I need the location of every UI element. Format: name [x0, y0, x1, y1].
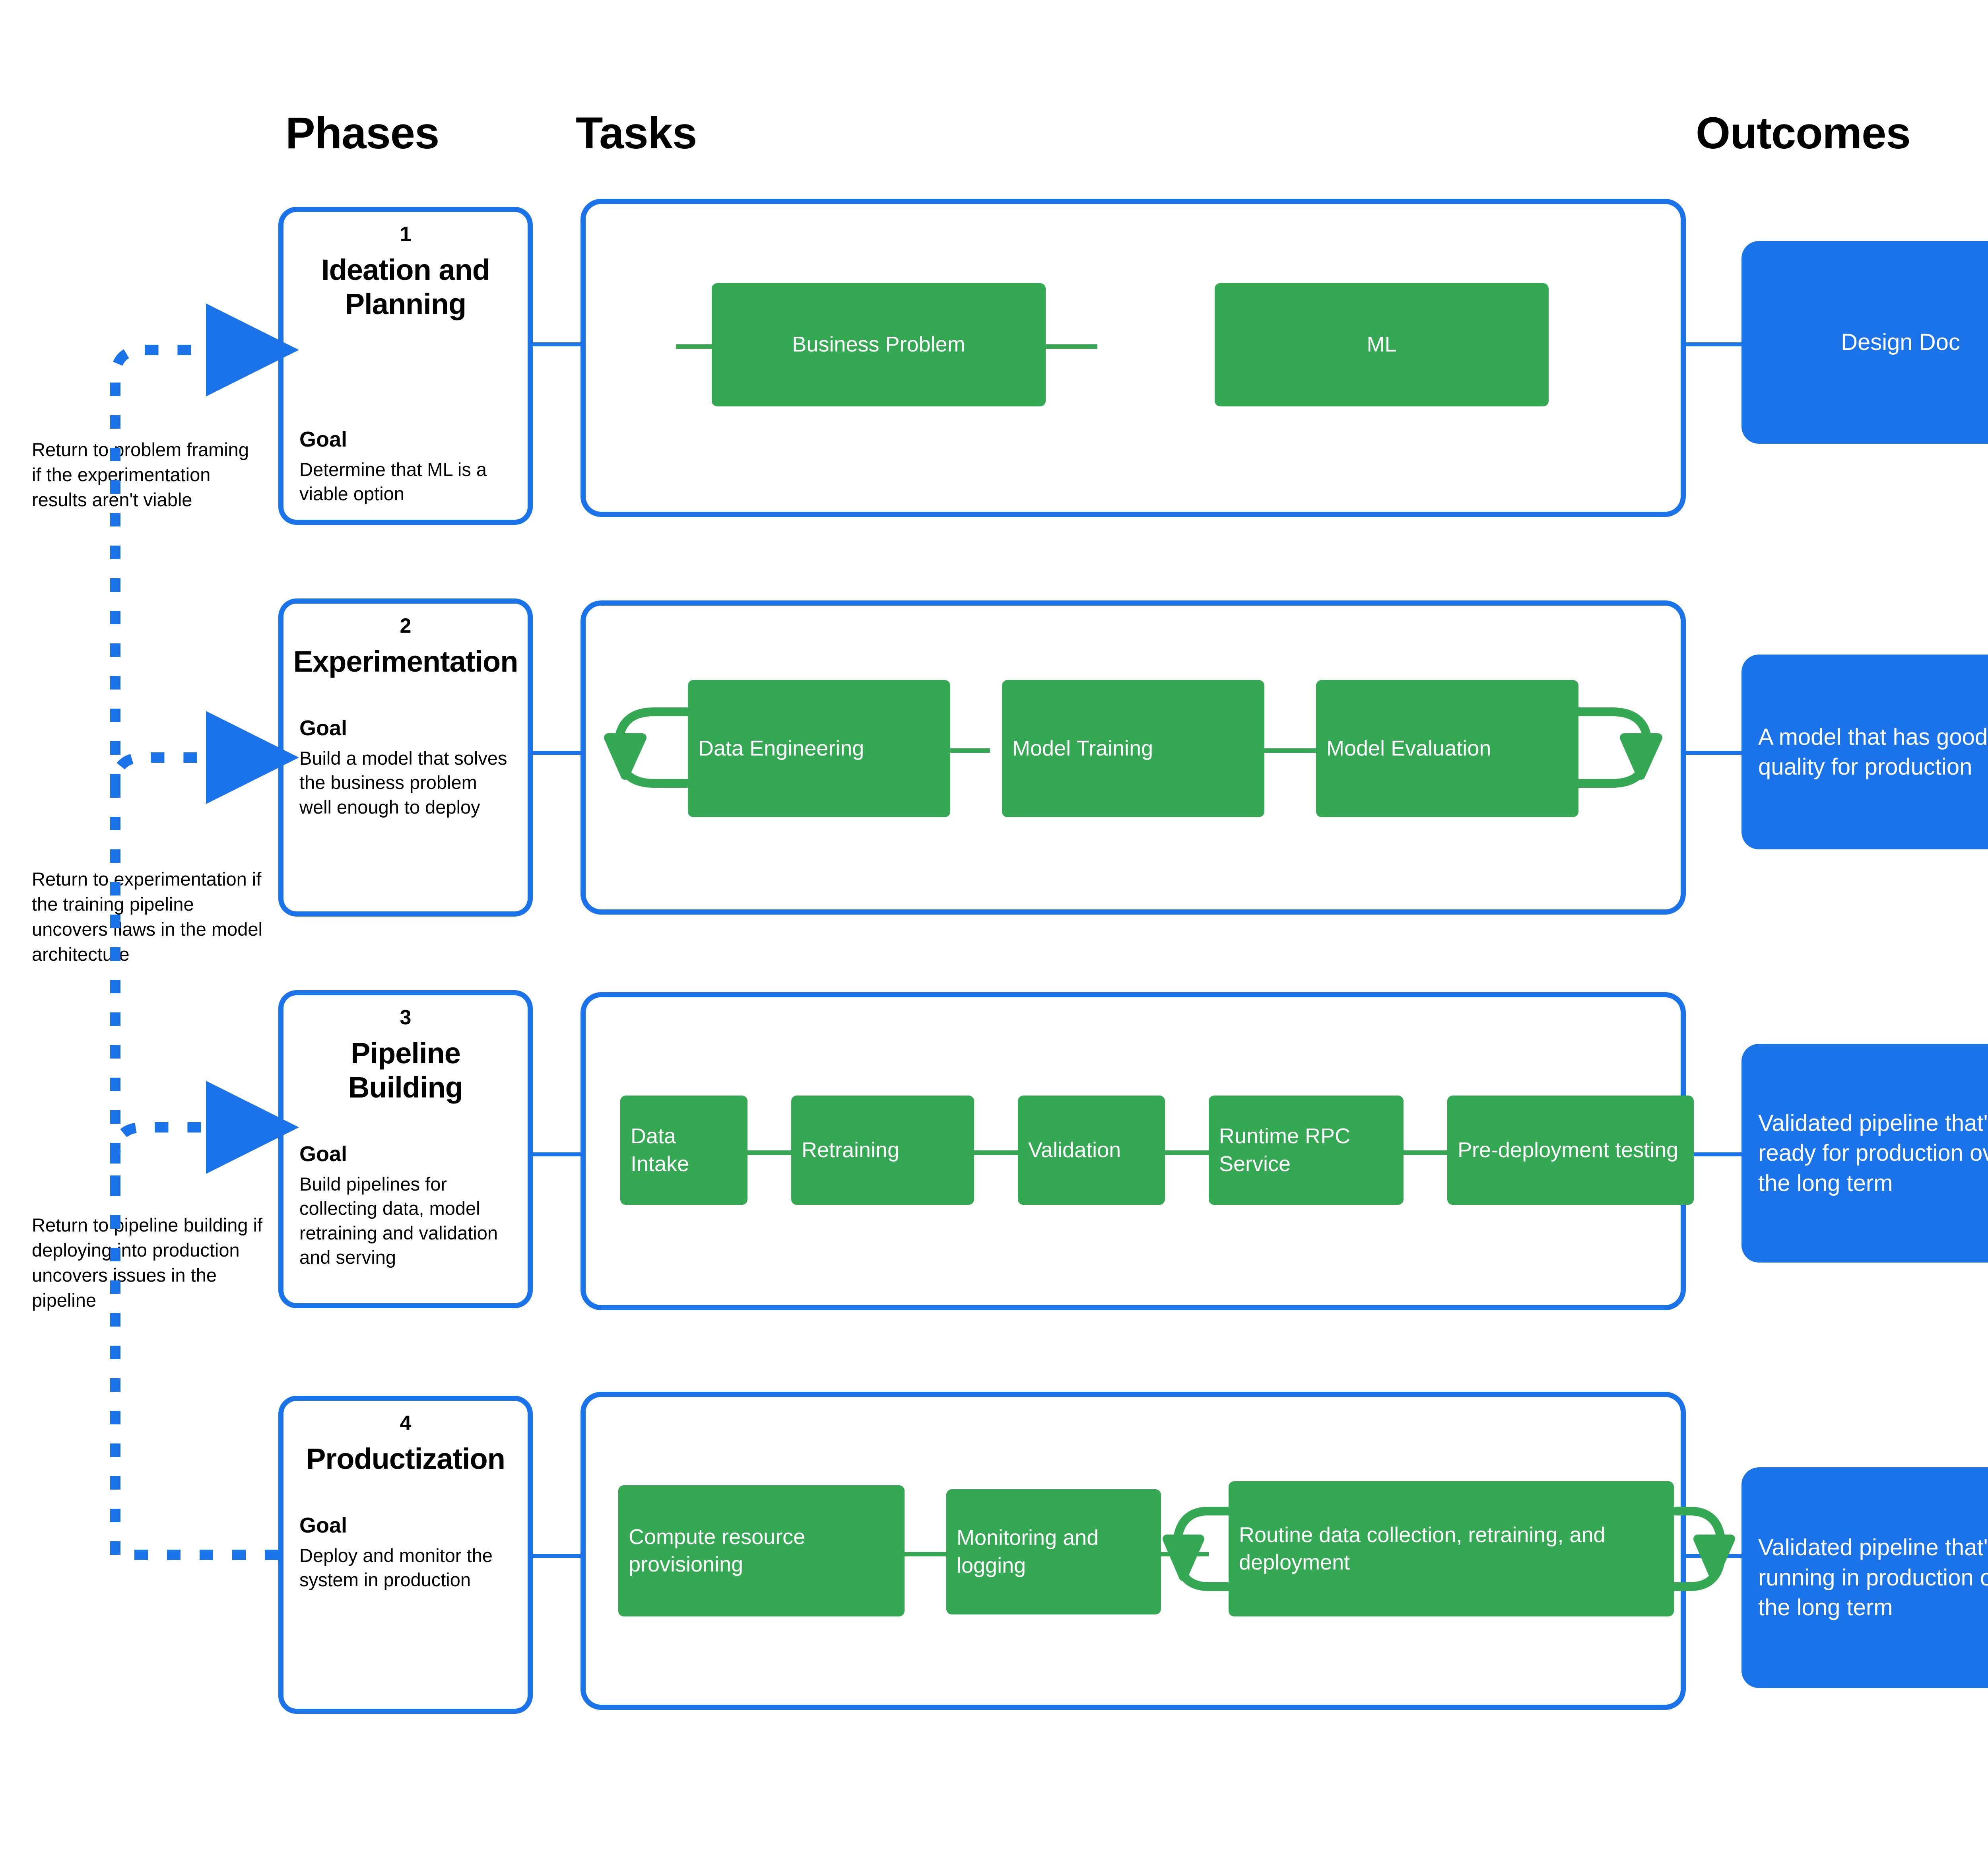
task-label: Routine data collection, retraining, and… [1239, 1523, 1606, 1574]
phase-title: Experimentation [293, 645, 518, 678]
task-connector-2-1 [926, 748, 990, 753]
phase-goal-block: Goal Build a model that solves the busin… [299, 702, 512, 819]
phase-title: Pipeline Building [348, 1037, 463, 1104]
outcome-box-good-model[interactable]: A model that has good quality for produc… [1741, 655, 1988, 849]
goal-text: Deploy and monitor the system in product… [299, 1544, 493, 1591]
goal-label: Goal [299, 427, 348, 452]
phase-title: Ideation and Planning [321, 253, 490, 321]
phase-goal-block: Goal Deploy and monitor the system in pr… [299, 1499, 512, 1592]
connector-tasks2-outcome2 [1682, 751, 1741, 755]
task-box-routine-data-collection[interactable]: Routine data collection, retraining, and… [1229, 1481, 1674, 1616]
phase-number: 3 [400, 1006, 412, 1029]
task-box-model-training[interactable]: Model Training [1002, 680, 1264, 817]
goal-text: Build pipelines for collecting data, mod… [299, 1173, 498, 1268]
outcome-box-validated-pipeline-running[interactable]: Validated pipeline that's running in pro… [1741, 1467, 1988, 1688]
phase-title: Productization [306, 1442, 505, 1476]
task-box-business-problem[interactable]: Business Problem [712, 283, 1046, 406]
task-label: ML [1367, 332, 1397, 357]
connector-tasks1-outcome1 [1682, 342, 1741, 346]
column-header-tasks: Tasks [576, 108, 697, 158]
task-connector-4-2 [1161, 1552, 1209, 1556]
task-label: Pre-deployment testing [1458, 1138, 1679, 1162]
task-label: Data Engineering [698, 736, 864, 760]
phase-goal-block: Goal Determine that ML is a viable optio… [299, 413, 512, 506]
task-label: Model Training [1012, 736, 1153, 760]
task-connector-3-2 [974, 1150, 1018, 1155]
task-label: Data Intake [631, 1124, 689, 1176]
task-box-data-intake[interactable]: Data Intake [620, 1096, 747, 1205]
phase-card-1[interactable]: 1 Ideation and Planning Goal Determine t… [278, 207, 533, 525]
outcome-label: Validated pipeline that's ready for prod… [1758, 1110, 1988, 1196]
feedback-arrow-to-phase1 [110, 303, 299, 787]
task-box-runtime-rpc-service[interactable]: Runtime RPC Service [1209, 1096, 1404, 1205]
task-label: Business Problem [792, 332, 965, 357]
phase-card-3[interactable]: 3 Pipeline Building Goal Build pipelines… [278, 990, 533, 1308]
task-connector-3-3 [1165, 1150, 1209, 1155]
task-label: Compute resource provisioning [629, 1525, 806, 1576]
task-box-ml[interactable]: ML [1215, 283, 1549, 406]
annotation-return-to-problem-framing: Return to problem framing if the experim… [32, 439, 249, 510]
connector-tasks4-outcome4 [1682, 1554, 1741, 1558]
task-box-data-engineering[interactable]: Data Engineering [688, 680, 950, 817]
task-connector-3-4 [1404, 1150, 1447, 1155]
column-header-phases: Phases [285, 108, 439, 158]
task-label: Runtime RPC Service [1219, 1124, 1351, 1176]
task-box-retraining[interactable]: Retraining [791, 1096, 974, 1205]
task-label: Monitoring and logging [957, 1526, 1099, 1577]
task-box-monitoring-and-logging[interactable]: Monitoring and logging [946, 1489, 1161, 1614]
phase-number: 4 [400, 1412, 412, 1435]
phase-goal-block: Goal Build pipelines for collecting data… [299, 1128, 512, 1270]
connector-tasks3-outcome3 [1682, 1152, 1741, 1156]
connector-phase4-tasks [529, 1554, 580, 1558]
connector-phase1-tasks [529, 342, 580, 346]
connector-phase2-tasks [529, 751, 580, 755]
task-label: Retraining [802, 1138, 900, 1162]
task-connector-2-2 [1256, 748, 1320, 753]
task-box-model-evaluation[interactable]: Model Evaluation [1316, 680, 1578, 817]
outcome-box-design-doc[interactable]: Design Doc [1741, 241, 1988, 444]
outcome-label: Validated pipeline that's running in pro… [1758, 1535, 1988, 1621]
annotation-return-to-pipeline-building: Return to pipeline building if deploying… [32, 1214, 263, 1311]
outcome-label: Design Doc [1841, 329, 1960, 355]
connector-phase3-tasks [529, 1152, 580, 1156]
goal-text: Determine that ML is a viable option [299, 458, 487, 505]
phase-number: 1 [400, 223, 412, 246]
annotation-return-to-experimentation: Return to experimentation if the trainin… [32, 868, 262, 965]
outcome-label: A model that has good quality for produc… [1758, 724, 1988, 780]
goal-text: Build a model that solves the business p… [299, 747, 507, 818]
feedback-arrow-to-phase2 [110, 711, 299, 1189]
task-label: Model Evaluation [1326, 736, 1491, 760]
task-connector-4-1 [903, 1552, 946, 1556]
goal-label: Goal [299, 716, 348, 740]
column-header-outcomes: Outcomes [1696, 108, 1911, 158]
feedback-arrow-to-phase3 [110, 1081, 299, 1555]
phase-card-4[interactable]: 4 Productization Goal Deploy and monitor… [278, 1396, 533, 1714]
task-box-pre-deployment-testing[interactable]: Pre-deployment testing [1447, 1096, 1694, 1205]
outcome-box-validated-pipeline-ready[interactable]: Validated pipeline that's ready for prod… [1741, 1044, 1988, 1263]
phase-number: 2 [400, 614, 412, 637]
task-connector-3-1 [747, 1150, 791, 1155]
phase-card-2[interactable]: 2 Experimentation Goal Build a model tha… [278, 598, 533, 917]
task-box-validation[interactable]: Validation [1018, 1096, 1165, 1205]
goal-label: Goal [299, 1142, 348, 1166]
goal-label: Goal [299, 1513, 348, 1538]
task-box-compute-resource-provisioning[interactable]: Compute resource provisioning [618, 1485, 905, 1616]
task-label: Validation [1028, 1138, 1121, 1162]
